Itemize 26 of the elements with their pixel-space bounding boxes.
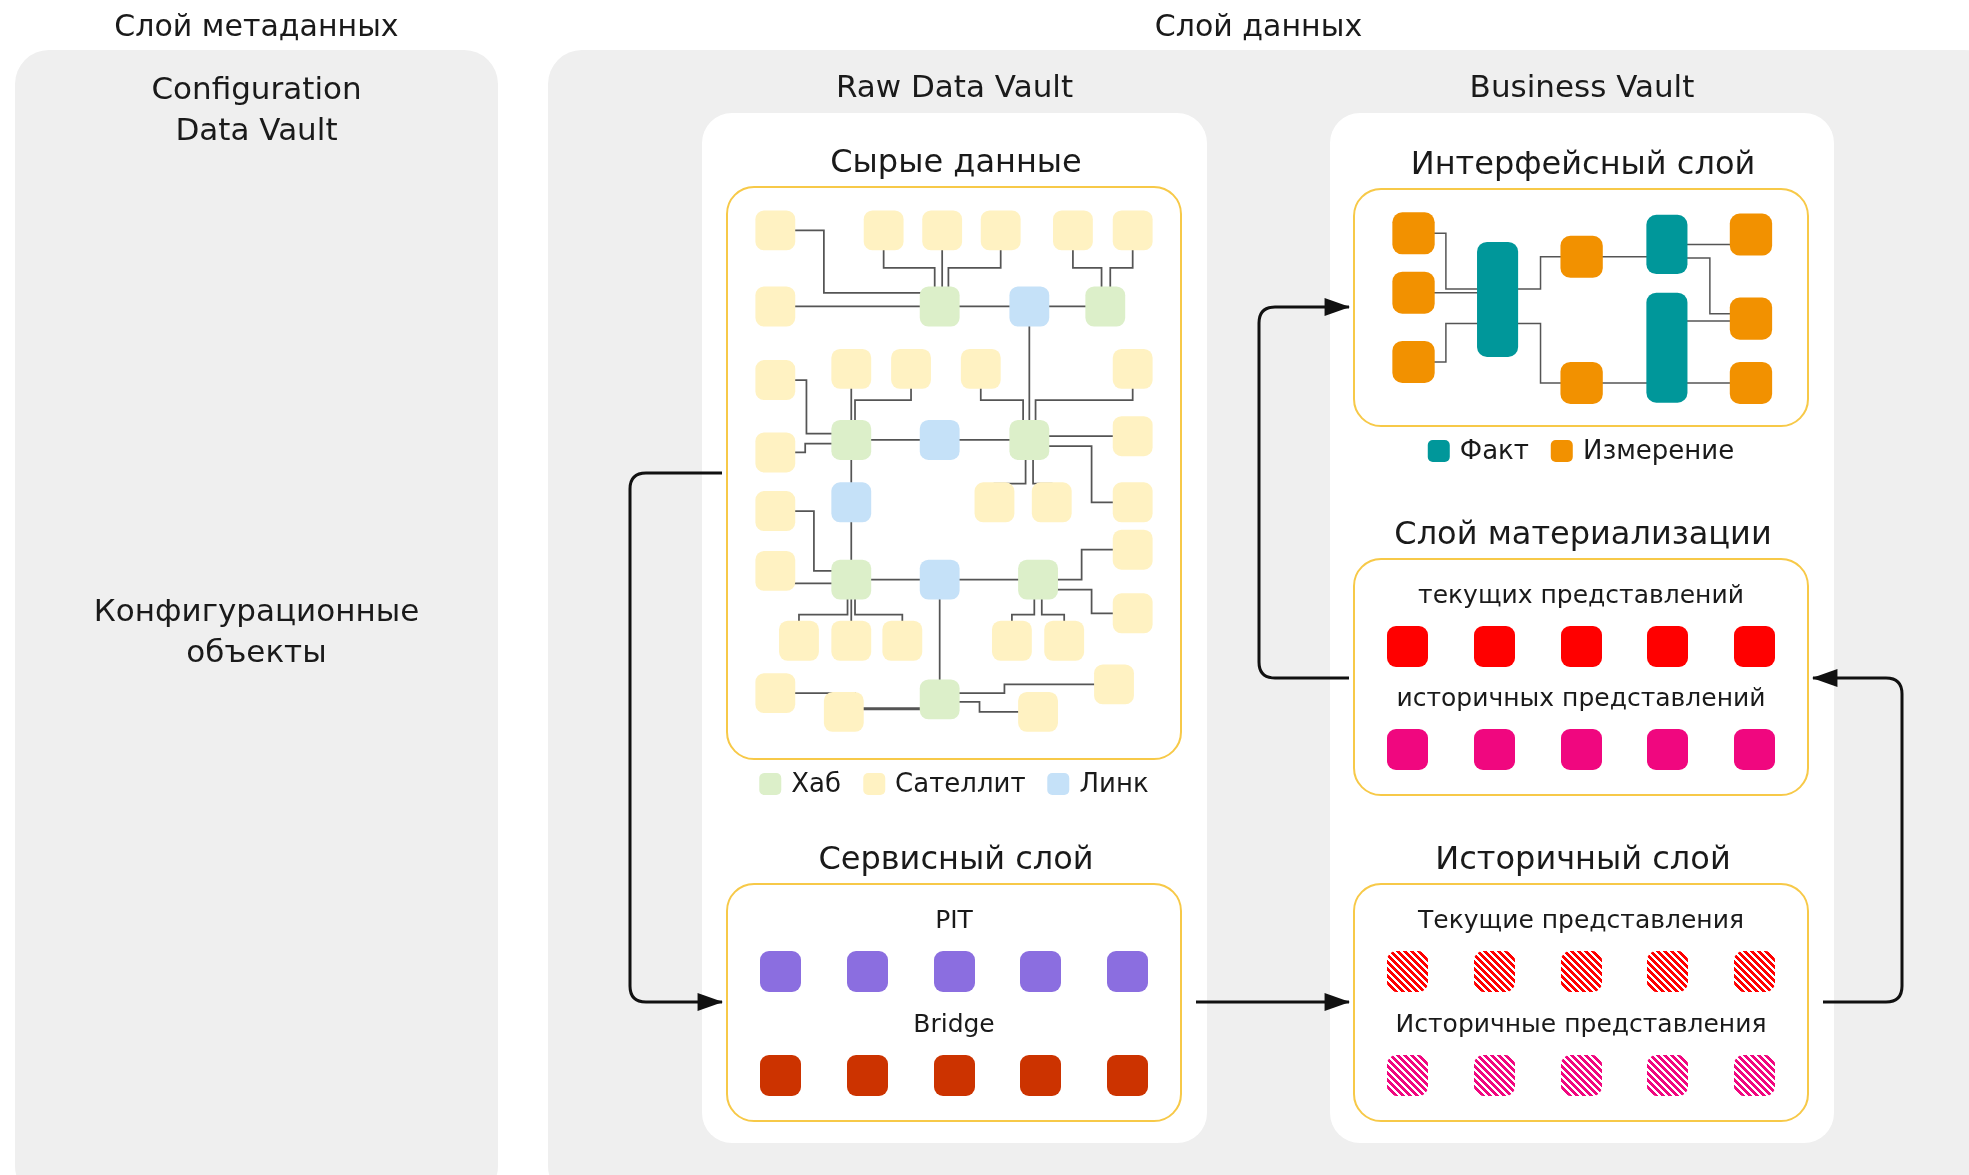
section-heading: Business Vault [1468,67,1696,105]
arrow [1811,669,1904,1004]
group-label: Bridge [913,1008,995,1039]
legend-label: Линк [1079,768,1149,800]
section-heading: Слой метаданных [113,8,400,44]
legend-label: Сателлит [895,768,1026,800]
arrow [1196,993,1351,1011]
panel-text: Configuration Data Vault [150,69,363,149]
group-label: Текущие представления [1418,905,1744,936]
group-label: PIT [935,905,973,936]
arrow [628,471,724,1011]
section-heading: Историчный слой [1434,838,1732,877]
group-label: текущих представлений [1418,580,1744,610]
legend-label: Хаб [791,768,842,800]
group-label: историчных представлений [1396,683,1766,713]
section-heading: Интерфейсный слой [1409,143,1757,182]
legend-label: Измерение [1582,435,1735,467]
section-heading: Raw Data Vault [834,67,1075,105]
section-heading: Сервисный слой [817,838,1095,877]
section-heading: Сырые данные [829,141,1083,180]
panel-text: Конфигурационные объекты [92,591,421,671]
section-heading: Слой данных [1153,8,1364,44]
group-label: Историчные представления [1395,1008,1767,1039]
arrow [1257,298,1351,680]
section-heading: Слой материализации [1393,513,1773,552]
legend-label: Факт [1459,435,1529,467]
